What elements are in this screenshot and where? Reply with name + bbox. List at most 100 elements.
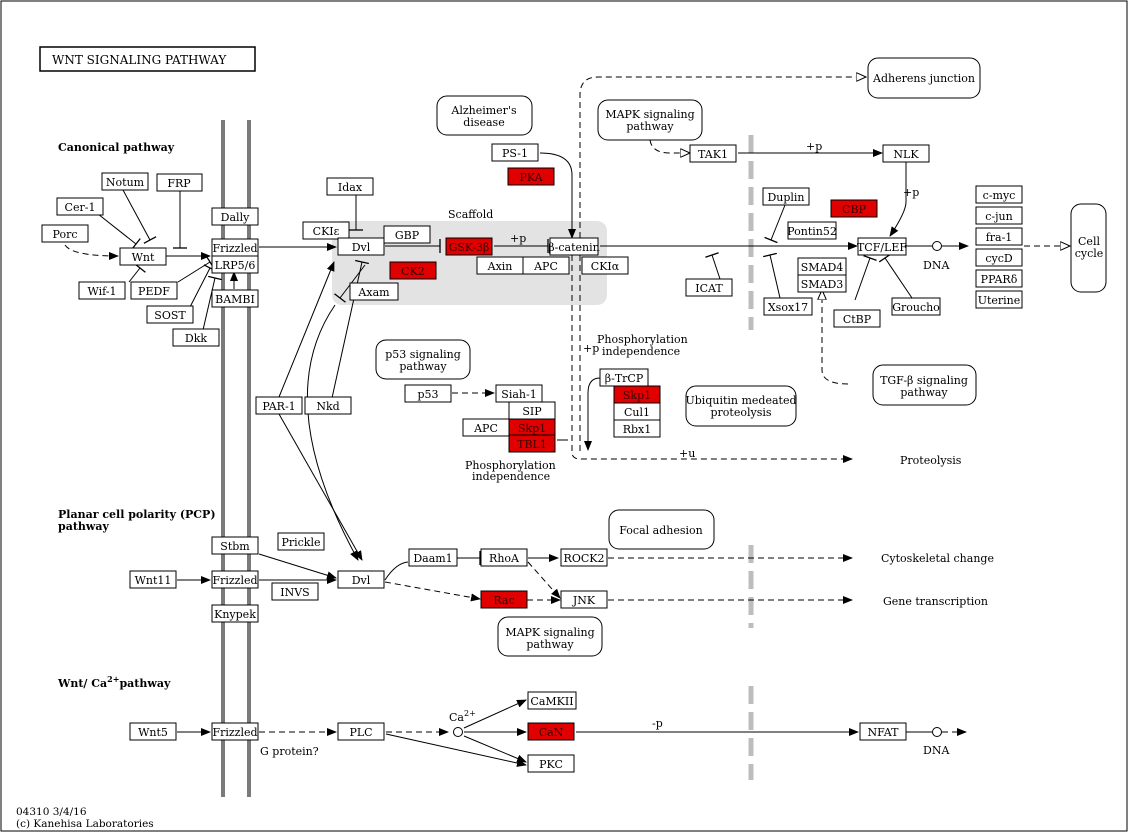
node-skp1-b[interactable]: Skp1 [613,385,661,404]
node-invs[interactable]: INVS [271,582,319,601]
node-siah1[interactable]: Siah-1 [495,384,543,403]
node-apc-1[interactable]: APC [522,256,570,275]
node-can[interactable]: CaN [527,722,575,741]
label-phosphorylation-2b: independence [472,470,550,483]
node-stbm[interactable]: Stbm [211,536,259,555]
node-c-jun[interactable]: c-jun [975,206,1023,225]
node-frizzled-3[interactable]: Frizzled [211,722,259,741]
node-axam[interactable]: Axam [349,282,399,301]
svg-text:RhoA: RhoA [489,552,520,565]
map-mapk-signaling-2[interactable]: MAPK signaling pathway [497,616,603,657]
svg-text:CaMKII: CaMKII [530,695,573,708]
node-plc[interactable]: PLC [337,722,385,741]
map-mapk-signaling-1[interactable]: MAPK signaling pathway [597,99,703,141]
node-nlk[interactable]: NLK [882,144,930,163]
node-cbp[interactable]: CBP [830,199,878,218]
node-pkc[interactable]: PKC [527,754,575,773]
svg-text:pathway: pathway [399,360,447,373]
node-frizzled-1[interactable]: Frizzled [211,238,259,257]
map-alzheimers-disease[interactable]: Alzheimer's disease [436,95,533,136]
map-cell-cycle[interactable]: Cell cycle [1070,203,1107,293]
svg-text:cycle: cycle [1075,247,1104,260]
node-gsk3b[interactable]: GSK-3β [445,237,493,256]
node-apc-2[interactable]: APC [462,418,510,437]
node-idax[interactable]: Idax [326,177,374,196]
node-sip[interactable]: SIP [508,401,556,420]
node-par1[interactable]: PAR-1 [255,396,303,415]
node-prickle[interactable]: Prickle [277,532,325,551]
node-frp[interactable]: FRP [156,173,203,192]
node-pontin52[interactable]: Pontin52 [787,221,837,240]
node-pka[interactable]: PKA [507,167,555,186]
node-wnt11[interactable]: Wnt11 [129,570,177,589]
node-skp1-a[interactable]: Skp1 [508,418,556,437]
node-groucho[interactable]: Groucho [891,297,941,316]
node-pedf[interactable]: PEDF [130,281,178,300]
map-p53-signaling[interactable]: p53 signaling pathway [375,339,471,380]
node-icat[interactable]: ICAT [685,278,733,297]
node-daam1[interactable]: Daam1 [408,548,458,567]
node-tak1[interactable]: TAK1 [689,144,737,163]
node-rock2[interactable]: ROCK2 [560,548,608,567]
node-rac[interactable]: Rac [480,590,528,609]
node-sost[interactable]: SOST [146,305,194,324]
node-notum[interactable]: Notum [101,172,149,191]
node-gbp[interactable]: GBP [383,225,431,244]
label-dna-2: DNA [923,744,950,757]
node-c-myc[interactable]: c-myc [975,185,1023,204]
map-tgf-beta-signaling[interactable]: TGF-β signaling pathway [872,364,977,406]
node-wnt5[interactable]: Wnt5 [129,722,177,741]
node-ps1[interactable]: PS-1 [491,143,539,162]
svg-text:PS-1: PS-1 [502,147,528,160]
node-knypek[interactable]: Knypek [211,604,259,623]
svg-text:CBP: CBP [842,203,867,216]
node-wif1[interactable]: Wif-1 [78,281,126,300]
dna-node-1 [932,241,942,251]
node-ppard[interactable]: PPARδ [975,269,1023,288]
node-smad3[interactable]: SMAD3 [797,274,847,293]
node-nfat[interactable]: NFAT [859,722,907,741]
node-cul1[interactable]: Cul1 [613,402,661,421]
map-adherens-junction[interactable]: Adherens junction [867,57,981,99]
node-wnt[interactable]: Wnt [119,247,167,266]
node-duplin[interactable]: Duplin [762,187,810,206]
node-jnk[interactable]: JNK [560,590,608,609]
node-dally[interactable]: Dally [211,207,259,226]
section-canonical: Canonical pathway [58,141,175,154]
svg-text:INVS: INVS [280,586,309,599]
node-nkd[interactable]: Nkd [304,396,352,415]
node-beta-catenin[interactable]: β-catenin [548,237,600,256]
node-cycd[interactable]: cycD [975,248,1023,267]
node-cer1[interactable]: Cer-1 [56,197,104,216]
node-smad4[interactable]: SMAD4 [797,257,847,276]
node-beta-trcp[interactable]: β-TrCP [599,368,649,387]
svg-text:GBP: GBP [395,229,420,242]
svg-text:Cell: Cell [1078,235,1100,248]
node-bambi[interactable]: BAMBI [211,289,259,308]
svg-text:TCF/LEF: TCF/LEF [857,241,907,254]
node-ckie[interactable]: CKIε [302,221,350,240]
node-frizzled-2[interactable]: Frizzled [211,570,259,589]
node-fra-1[interactable]: fra-1 [975,227,1023,246]
node-axin[interactable]: Axin [476,256,524,275]
node-rbx1[interactable]: Rbx1 [613,419,661,438]
node-dvl-2[interactable]: Dvl [337,570,385,589]
node-uterine[interactable]: Uterine [975,290,1023,309]
node-ckia[interactable]: CKIα [581,256,629,275]
node-rhoa[interactable]: RhoA [480,548,528,567]
node-lrp5-6[interactable]: LRP5/6 [211,255,259,274]
node-xsox17[interactable]: Xsox17 [763,297,813,316]
node-p53[interactable]: p53 [404,384,452,403]
node-dvl-1[interactable]: Dvl [337,237,385,256]
node-tbl1[interactable]: TBL1 [508,434,556,453]
node-ck2[interactable]: CK2 [389,261,437,280]
node-dkk[interactable]: Dkk [172,328,220,347]
map-ubiquitin-proteolysis[interactable]: Ubiquitin medeated proteolysis [685,385,797,427]
svg-text:APC: APC [473,422,498,435]
node-tcf-lef[interactable]: TCF/LEF [857,237,907,256]
map-focal-adhesion[interactable]: Focal adhesion [608,509,715,550]
node-ctbp[interactable]: CtBP [833,309,881,328]
node-porc[interactable]: Porc [41,224,89,243]
label-phosphorylation-1a: Phosphorylation [597,333,688,346]
node-camkii[interactable]: CaMKII [527,691,577,710]
